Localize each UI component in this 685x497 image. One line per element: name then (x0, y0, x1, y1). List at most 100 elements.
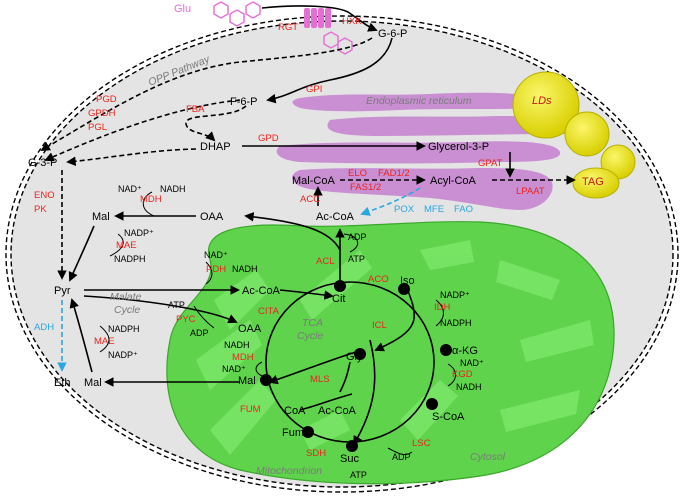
glucose-transporter (213, 1, 353, 55)
enzyme-kgd: KGD (452, 369, 473, 380)
malcoa-label: Mal-CoA (292, 175, 335, 187)
enzyme-pgd: PGD (96, 94, 117, 105)
tca-cycle-label-1: TCA (302, 317, 323, 329)
enzyme-acc: ACC (300, 194, 320, 205)
er-label: Endoplasmic reticulum (366, 95, 472, 107)
enzyme-icl: ICL (372, 320, 387, 331)
cofactor-nadp-top: NADP⁺ (124, 228, 154, 238)
cofactor-nadh-pdh: NADH (232, 264, 258, 274)
enzyme-fba: FBA (186, 104, 205, 115)
accoa-cytosol-label: Ac-CoA (316, 211, 355, 223)
enzyme-fao: FAO (454, 204, 473, 215)
enzyme-pdh: PDH (206, 264, 226, 275)
cofactor-nadph-top: NADPH (114, 254, 146, 264)
cofactor-nadp-mae: NADP⁺ (108, 350, 138, 360)
cofactor-labels: NAD⁺ NADH NADP⁺ NADPH ADP ATP NAD⁺ NADH … (108, 184, 484, 480)
cofactor-nadph-mae: NADPH (108, 324, 140, 334)
cofactor-adp-lsc: ADP (392, 452, 411, 462)
cofactor-nadp-idh: NADP⁺ (440, 290, 470, 300)
lds-label: LDs (532, 95, 552, 107)
enzyme-mae-top: MAE (116, 240, 137, 251)
cytosol-label: Cytosol (470, 451, 506, 463)
enzyme-lpaat: LPAAT (516, 186, 545, 197)
enzyme-acl: ACL (316, 256, 334, 267)
enzyme-eno: ENO (34, 190, 55, 201)
akg-label: α-KG (452, 345, 478, 357)
enzyme-fum: FUM (240, 404, 261, 415)
cofactor-nadph-idh: NADPH (440, 318, 472, 328)
accoa-mito-label: Ac-CoA (242, 285, 281, 297)
enzyme-aco: ACO (368, 274, 389, 285)
enzyme-mdh-mito: MDH (232, 352, 254, 363)
enzyme-mfe: MFE (424, 204, 444, 215)
cofactor-atp-lsc: ATP (350, 470, 367, 480)
enzyme-fas: FAS1/2 (350, 182, 381, 193)
enzyme-gpd: GPD (258, 133, 279, 144)
enzyme-rgt: RGT (278, 22, 298, 33)
enzyme-gpdh: GPDH (88, 108, 116, 119)
fum-label: Fum (282, 427, 304, 439)
accoa-glyoxylate-label: Ac-CoA (318, 405, 357, 417)
tca-nodes (260, 280, 452, 452)
cofactor-atp-pyc: ATP (168, 300, 185, 310)
pyr-label: Pyr (54, 285, 71, 297)
enzyme-gpat: GPAT (478, 158, 503, 169)
oaa-cytosol-label: OAA (200, 211, 224, 223)
cofactor-atp-acl: ATP (348, 254, 365, 264)
enzyme-adh: ADH (34, 322, 54, 333)
mal-mito-label: Mal (238, 375, 256, 387)
g6p-label: G-6-P (378, 28, 407, 40)
glucose-label: Glu (174, 3, 191, 15)
enzyme-labels: RGT HXK GPI FBA PGD GPDH PGL GPD ENO PK … (34, 16, 545, 459)
enzyme-sdh: SDH (306, 448, 326, 459)
malate-cycle-label-1: Malate (110, 291, 142, 303)
pathway-arrows (40, 5, 576, 455)
enzyme-pox: POX (394, 204, 415, 215)
cofactor-nad-pdh: NAD⁺ (204, 250, 228, 260)
oaa-mito-label: OAA (238, 323, 262, 335)
cofactor-nad-mdh: NAD⁺ (222, 364, 246, 374)
enzyme-cita: CITA (258, 306, 280, 317)
cofactor-adp-acl: ADP (348, 232, 367, 242)
cofactor-adp-pyc: ADP (190, 328, 209, 338)
dhap-label: DHAP (200, 141, 231, 153)
g3p-label: G-3-P (28, 157, 57, 169)
enzyme-pk: PK (34, 204, 47, 215)
lipid-droplets (512, 71, 636, 199)
glycerol3p-label: Glycerol-3-P (428, 141, 489, 153)
tag-label: TAG (582, 176, 604, 188)
enzyme-gpi: GPI (306, 84, 322, 95)
iso-label: Iso (400, 275, 415, 287)
coa-label: CoA (284, 405, 306, 417)
blue-enzyme-labels: ADH POX MFE FAO (34, 204, 473, 333)
gly-label: Gly (346, 351, 363, 363)
enzyme-mdh-top: MDH (140, 194, 162, 205)
eth-label: Eth (54, 377, 71, 389)
f6p-label: F-6-P (230, 96, 258, 108)
malate-cycle-label-2: Cycle (114, 304, 140, 316)
enzyme-lsc: LSC (412, 438, 431, 449)
mal-top-label: Mal (92, 211, 110, 223)
enzyme-idh: IDH (434, 302, 451, 313)
acylcoa-label: Acyl-CoA (430, 175, 477, 187)
cofactor-nadh-mdh: NADH (224, 340, 250, 350)
enzyme-elo: ELO (348, 168, 367, 179)
cofactor-nadh-kgd: NADH (456, 382, 482, 392)
cofactor-nad-kgd: NAD⁺ (460, 358, 484, 368)
scoa-label: S-CoA (432, 411, 465, 423)
mitochondrion-label: Mitochondrion (256, 465, 322, 477)
enzyme-hxk: HXK (342, 16, 362, 27)
cit-label: Cit (332, 293, 345, 305)
enzyme-mae-bottom: MAE (94, 336, 115, 347)
suc-label: Suc (340, 453, 359, 465)
enzyme-mls: MLS (310, 374, 330, 385)
cofactor-nadh-top: NADH (160, 184, 186, 194)
enzyme-pgl: PGL (88, 122, 107, 133)
metabolite-labels: Glu G-6-P F-6-P DHAP G-3-P Glycerol-3-P … (28, 3, 604, 465)
tca-cycle-label-2: Cycle (297, 330, 323, 342)
cell-membrane-outer (5, 15, 679, 493)
cofactor-nad-top: NAD⁺ (118, 184, 142, 194)
enzyme-pyc: PYC (176, 314, 196, 325)
